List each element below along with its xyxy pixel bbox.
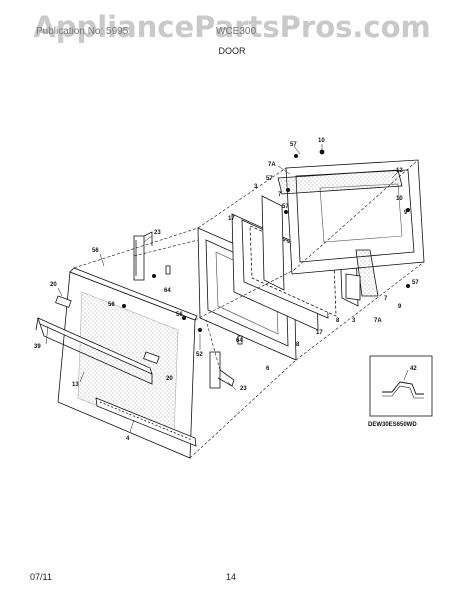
callout-10: 10 — [396, 196, 403, 202]
callout-8: 8 — [336, 318, 340, 324]
callout-3: 3 — [254, 184, 258, 190]
hinge-top — [133, 231, 153, 281]
callout-9: 9 — [404, 210, 408, 216]
door-handle — [35, 317, 153, 385]
callout-17: 17 — [228, 216, 235, 222]
callout-20: 20 — [166, 376, 173, 382]
callout-57: 57 — [290, 142, 297, 148]
callout-56: 56 — [176, 312, 183, 318]
callout-3: 3 — [352, 318, 356, 324]
footer-date: 07/11 — [30, 572, 52, 582]
callout-4: 4 — [126, 436, 130, 442]
callout-10: 10 — [318, 138, 325, 144]
callout-7: 7 — [384, 296, 388, 302]
inset-model-label: DEW30ES650WD — [368, 422, 417, 428]
callout-7: 7 — [278, 192, 282, 198]
outer-door-panel — [57, 271, 196, 459]
callout-8: 8 — [296, 342, 300, 348]
callout-56: 56 — [108, 302, 115, 308]
callout-57: 57 — [266, 176, 273, 182]
callout-12: 12 — [396, 168, 403, 174]
callout-7A: 7A — [268, 162, 276, 168]
screws — [122, 149, 410, 332]
callout-39: 39 — [34, 344, 41, 350]
callout-52: 52 — [196, 352, 203, 358]
callout-23: 23 — [154, 230, 161, 236]
door-gasket — [277, 169, 403, 301]
callout-20: 20 — [50, 282, 57, 288]
inset-box: 42 DEW30ES650WD — [368, 355, 433, 428]
model-number: WCE300 — [216, 26, 257, 37]
publication-number: Publication No: 5995 — [36, 26, 129, 37]
callout-64: 64 — [236, 338, 243, 344]
callout-23: 23 — [240, 386, 247, 392]
callout-9: 9 — [398, 304, 402, 310]
callout-56: 56 — [92, 248, 99, 254]
callout-7A: 7A — [374, 318, 382, 324]
callout-17: 17 — [316, 330, 323, 336]
page-title: DOOR — [218, 46, 246, 56]
bottom-vent-trim — [95, 397, 197, 447]
callout-57: 57 — [282, 204, 289, 210]
page-number: 14 — [226, 572, 237, 582]
callout-6: 6 — [266, 366, 270, 372]
callout-13: 13 — [72, 382, 79, 388]
callout-64: 64 — [164, 288, 171, 294]
hinge-bottom — [209, 351, 235, 389]
callout-57: 57 — [412, 280, 419, 286]
watermark: AppliancePartsPros.com — [33, 10, 431, 44]
inset-callout-42: 42 — [410, 366, 417, 372]
